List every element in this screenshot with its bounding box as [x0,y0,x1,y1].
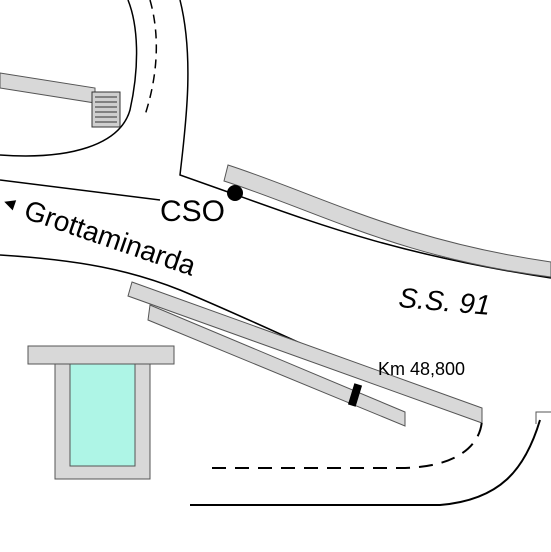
km-marker-icon [347,383,363,407]
bottom-dashed-road-edge [212,419,483,469]
pool-building [27,345,175,480]
station-label: CSO [160,195,226,228]
station-marker-icon [227,185,243,201]
main-road-upper-edge [0,179,161,201]
stairs-icon [91,91,121,128]
side-road-dashed-edge [144,0,158,116]
kilometer-label: Km 48,800 [378,359,466,379]
top-left-platform [0,72,96,104]
bottom-road-edge [190,419,541,506]
right-edge-mark [535,411,551,424]
side-road-edge [0,0,138,157]
upper-right-platform [223,164,551,278]
junction-road-edge [179,0,551,279]
lower-platform-lower [147,304,406,427]
